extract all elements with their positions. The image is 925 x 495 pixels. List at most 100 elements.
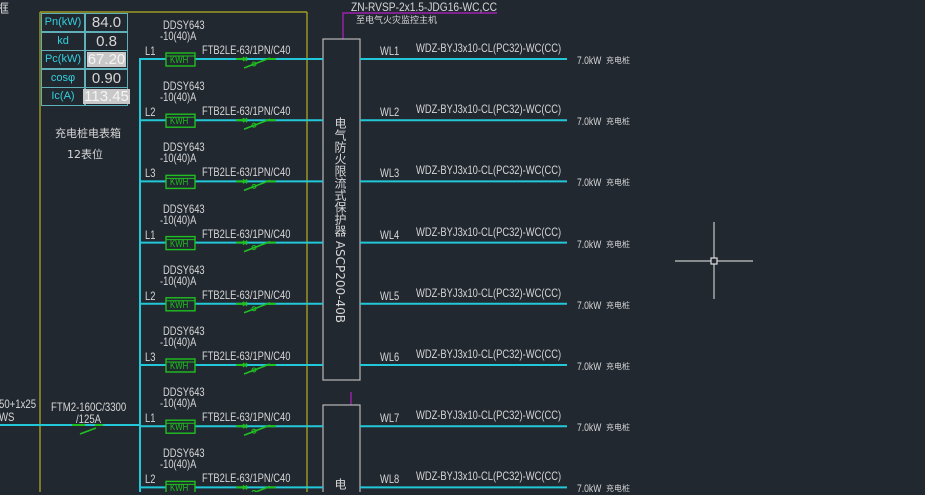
breaker-rcd-mark <box>251 245 257 251</box>
meter-rating: -10(40)A <box>160 396 197 411</box>
circuit-number[interactable]: WL5 <box>380 288 400 303</box>
circuit-cable-spec[interactable]: WDZ-BYJ3x10-CL(PC32)-WC(CC) <box>416 469 562 484</box>
meter-model: DDSY643 <box>163 324 205 338</box>
circuit-number[interactable]: WL3 <box>380 166 400 181</box>
branch-breaker-model[interactable]: FTB2LE-63/1PN/C40 <box>202 226 291 241</box>
table-value-cell[interactable]: 0.90 <box>85 68 128 88</box>
panel-positions: 12表位 <box>67 148 103 161</box>
load-name: 充电桩 <box>606 178 630 188</box>
highlighted-value: 113.45 <box>83 88 130 105</box>
breaker-switch-blade <box>243 118 271 130</box>
main-breaker-model: FTM2-160C/3300 <box>51 400 127 414</box>
breaker-x-mark <box>242 56 248 62</box>
phase-label: L1 <box>145 227 156 242</box>
circuit-number[interactable]: WL6 <box>380 350 400 364</box>
branch-breaker-model[interactable]: FTB2LE-63/1PN/C40 <box>202 471 291 486</box>
branch-breaker-model[interactable]: FTB2LE-63/1PN/C40 <box>202 104 291 119</box>
circuit-number[interactable]: WL7 <box>380 411 400 426</box>
fire-alarm-signal-line <box>342 12 497 405</box>
breaker-x-mark <box>242 362 248 368</box>
branch-breaker-model[interactable]: FTB2LE-63/1PN/C40 <box>202 410 291 425</box>
load-power: 7.0kW <box>577 177 602 190</box>
meter-model: DDSY643 <box>163 446 205 461</box>
phase-label: L2 <box>145 288 156 303</box>
fire-protector-box-1[interactable] <box>322 38 361 381</box>
circuit-number[interactable]: WL4 <box>380 227 400 242</box>
main-breaker-rating: /125A <box>76 412 102 426</box>
meter-rating: -10(40)A <box>160 212 197 227</box>
table-label-cell: kd <box>41 31 85 51</box>
breaker-switch-blade <box>243 179 271 192</box>
fire-alarm-note: 至电气火灾监控主机 <box>356 16 438 26</box>
circuit-cable-spec[interactable]: WDZ-BYJ3x10-CL(PC32)-WC(CC) <box>416 347 562 361</box>
breaker-switch-blade <box>243 240 271 253</box>
circuit-number[interactable]: WL1 <box>380 44 400 58</box>
kwh-meter-label: KWH <box>170 177 189 189</box>
meter-model: DDSY643 <box>163 385 205 400</box>
breaker-x-mark <box>242 178 248 184</box>
table-value-cell[interactable]: 0.8 <box>85 31 128 51</box>
branch-breaker-model[interactable]: FTB2LE-63/1PN/C40 <box>202 287 291 302</box>
breaker-x-mark <box>242 240 248 246</box>
kwh-meter-label: KWH <box>170 483 189 495</box>
main-breaker-symbol <box>72 424 103 435</box>
breaker-rcd-mark <box>251 428 257 434</box>
breaker-x-mark <box>242 423 248 429</box>
load-name: 充电桩 <box>606 484 630 494</box>
load-name: 充电桩 <box>606 239 630 249</box>
kwh-meter-label: KWH <box>170 55 189 66</box>
panel-name: 充电桩电表箱 <box>55 127 121 140</box>
breaker-x-mark <box>242 117 248 123</box>
circuit-cable-spec[interactable]: WDZ-BYJ3x10-CL(PC32)-WC(CC) <box>416 408 562 423</box>
meter-rating: -10(40)A <box>160 457 197 472</box>
phase-label: L1 <box>145 44 156 58</box>
meter-model: DDSY643 <box>163 201 205 216</box>
panel-frame <box>39 11 308 492</box>
kwh-meter-label: KWH <box>170 116 189 128</box>
meter-rating: -10(40)A <box>160 335 197 349</box>
circuit-cable-spec[interactable]: WDZ-BYJ3x10-CL(PC32)-WC(CC) <box>416 41 562 55</box>
load-power: 7.0kW <box>577 299 602 312</box>
circuit-cable-spec[interactable]: WDZ-BYJ3x10-CL(PC32)-WC(CC) <box>416 163 562 178</box>
load-power: 7.0kW <box>577 483 602 495</box>
meter-model: DDSY643 <box>163 262 205 277</box>
table-label-cell: Pn(kW) <box>41 13 85 32</box>
fire-protector-box-2[interactable] <box>322 404 361 492</box>
meter-rating: -10(40)A <box>160 273 197 288</box>
table-value-cell[interactable]: 113.45 <box>83 87 130 106</box>
breaker-rcd-mark <box>251 367 257 373</box>
breaker-switch-blade <box>243 302 271 314</box>
table-label-cell: cosφ <box>41 68 85 88</box>
load-name: 充电桩 <box>606 56 630 65</box>
circuit-number[interactable]: WL8 <box>380 472 400 487</box>
title-fragment: 框 <box>0 2 10 17</box>
phase-label: L3 <box>145 166 156 181</box>
load-power: 7.0kW <box>577 55 602 67</box>
branch-breaker-model[interactable]: FTB2LE-63/1PN/C40 <box>202 165 291 180</box>
breaker-x-mark <box>242 301 248 307</box>
branch-breaker-model[interactable]: FTB2LE-63/1PN/C40 <box>202 349 291 363</box>
kwh-meter-label: KWH <box>170 238 189 250</box>
breaker-rcd-mark <box>251 183 257 189</box>
branch-breaker-model[interactable]: FTB2LE-63/1PN/C40 <box>202 43 291 57</box>
breaker-switch-blade <box>243 57 271 69</box>
highlighted-value: 67.20 <box>86 51 127 68</box>
meter-model: DDSY643 <box>163 79 205 94</box>
breaker-switch-blade <box>243 363 271 375</box>
circuit-cable-spec[interactable]: WDZ-BYJ3x10-CL(PC32)-WC(CC) <box>416 285 562 300</box>
table-value-cell[interactable]: 67.20 <box>85 50 128 69</box>
circuit-cable-spec[interactable]: WDZ-BYJ3x10-CL(PC32)-WC(CC) <box>416 102 562 117</box>
breaker-rcd-mark <box>251 306 257 312</box>
circuit-number[interactable]: WL2 <box>380 105 400 120</box>
load-power: 7.0kW <box>577 361 602 373</box>
kwh-meter-icon <box>165 480 196 492</box>
load-name: 充电桩 <box>606 300 630 310</box>
phase-label: L1 <box>145 411 156 426</box>
table-label-cell: Ic(A) <box>41 87 85 106</box>
breaker-rcd-mark <box>251 61 257 67</box>
circuit-cable-spec[interactable]: WDZ-BYJ3x10-CL(PC32)-WC(CC) <box>416 224 562 239</box>
table-value-cell[interactable]: 84.0 <box>85 13 128 32</box>
fire-protector-label-2: 电 <box>333 478 347 490</box>
load-name: 充电桩 <box>606 423 630 433</box>
